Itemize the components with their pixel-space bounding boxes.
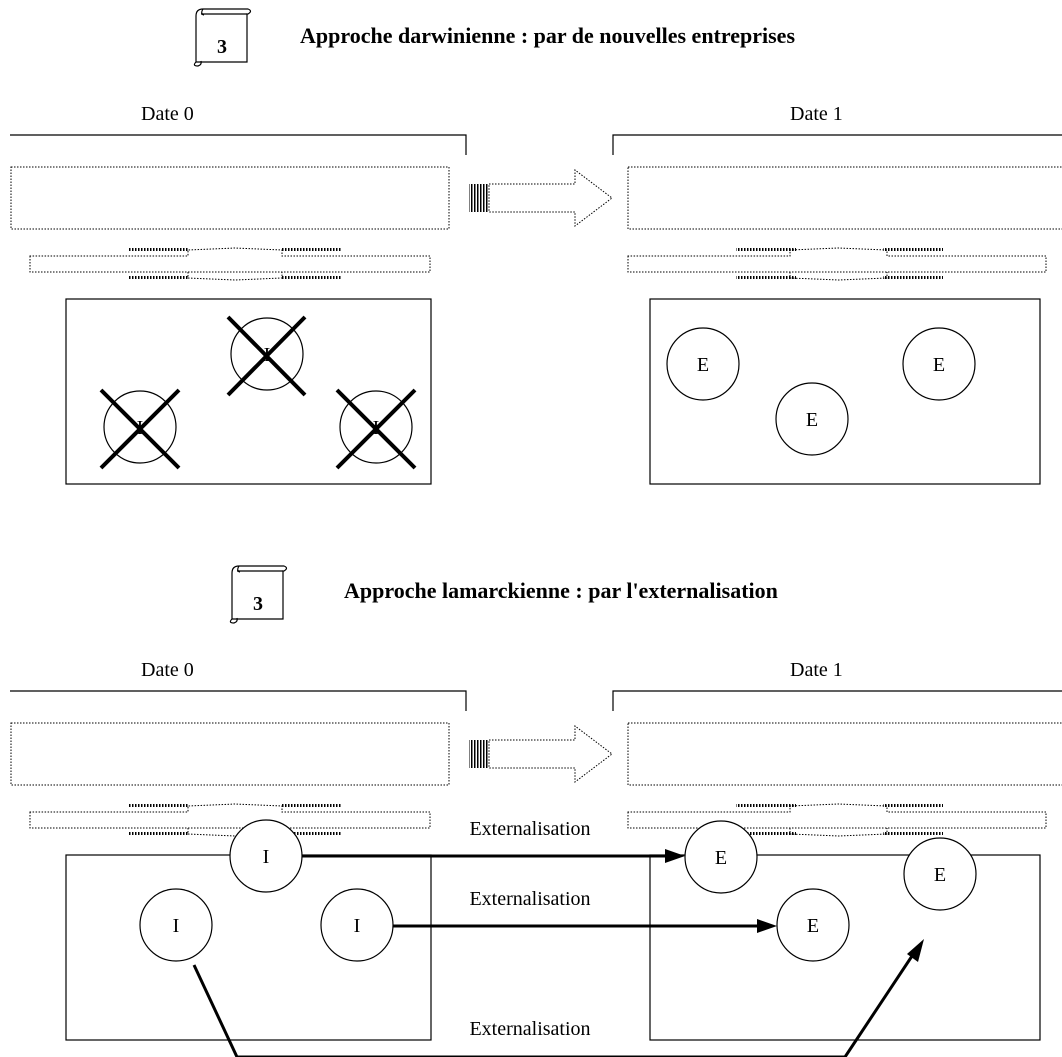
bottom-title: Approche lamarckienne : par l'externalis… <box>344 578 778 603</box>
bottom-date-right-label: Date 1 <box>790 659 843 681</box>
top-left-node-3: I <box>335 388 417 470</box>
bottom-left-node-1: I <box>229 819 303 893</box>
bottom-right-band <box>627 722 1062 786</box>
bottom-left-connector <box>29 803 431 837</box>
arrowhead-icon <box>665 849 685 863</box>
flow-2: Externalisation <box>393 888 777 933</box>
bottom-transition-arrow <box>469 724 613 784</box>
svg-text:I: I <box>173 915 180 937</box>
scroll-icon <box>229 565 288 624</box>
top-left-connector <box>29 247 431 281</box>
svg-text:E: E <box>697 354 709 376</box>
bottom-left-node-2: I <box>139 888 213 962</box>
bottom-right-connector <box>627 803 1047 837</box>
arrowhead-icon <box>757 919 777 933</box>
svg-text:E: E <box>807 915 819 937</box>
bottom-date-left-bracket <box>10 690 467 711</box>
bottom-right-node-3: E <box>903 837 977 911</box>
top-date-left-bracket <box>10 134 467 155</box>
flow-2-label: Externalisation <box>469 888 590 910</box>
top-right-band <box>627 166 1062 230</box>
top-section: 3 Approche darwinienne : par de nouvelle… <box>10 8 1062 485</box>
bottom-right-box <box>649 854 1041 1041</box>
top-date-left-label: Date 0 <box>141 103 194 125</box>
top-date-right-bracket <box>612 134 1062 155</box>
top-badge-number: 3 <box>217 36 227 58</box>
svg-text:I: I <box>354 915 361 937</box>
svg-text:E: E <box>715 847 727 869</box>
bottom-badge: 3 <box>229 565 288 624</box>
top-right-box <box>649 298 1041 485</box>
svg-text:E: E <box>934 864 946 886</box>
scroll-icon <box>193 8 252 67</box>
bottom-date-left-label: Date 0 <box>141 659 194 681</box>
top-transition-arrow <box>469 168 613 228</box>
bottom-section: 3 Approche lamarckienne : par l'external… <box>10 565 1062 1057</box>
bottom-date-right-bracket <box>612 690 1062 711</box>
bottom-left-band <box>10 722 450 786</box>
svg-text:I: I <box>263 846 270 868</box>
bottom-badge-number: 3 <box>253 593 263 615</box>
flow-3-label: Externalisation <box>469 1018 590 1040</box>
top-date-right-label: Date 1 <box>790 103 843 125</box>
svg-text:E: E <box>933 354 945 376</box>
bottom-arrow-stripes <box>469 740 489 768</box>
top-right-node-3: E <box>902 327 976 401</box>
top-badge: 3 <box>193 8 252 67</box>
top-left-node-1: I <box>226 315 307 397</box>
svg-text:E: E <box>806 409 818 431</box>
bottom-left-node-3: I <box>320 888 394 962</box>
top-left-node-2: I <box>99 388 181 470</box>
top-left-box <box>65 298 432 485</box>
bottom-right-node-2: E <box>776 888 850 962</box>
top-right-connector <box>627 247 1047 281</box>
top-title: Approche darwinienne : par de nouvelles … <box>300 23 795 48</box>
top-left-band <box>10 166 450 230</box>
top-right-node-2: E <box>775 382 849 456</box>
top-arrow-stripes <box>469 184 489 212</box>
top-right-node-1: E <box>666 327 740 401</box>
flow-1-label: Externalisation <box>469 818 590 840</box>
flow-1: Externalisation <box>302 818 685 863</box>
arrowhead-icon <box>907 939 924 962</box>
bottom-right-node-1: E <box>684 820 758 894</box>
flow-3: Externalisation <box>192 939 924 1057</box>
